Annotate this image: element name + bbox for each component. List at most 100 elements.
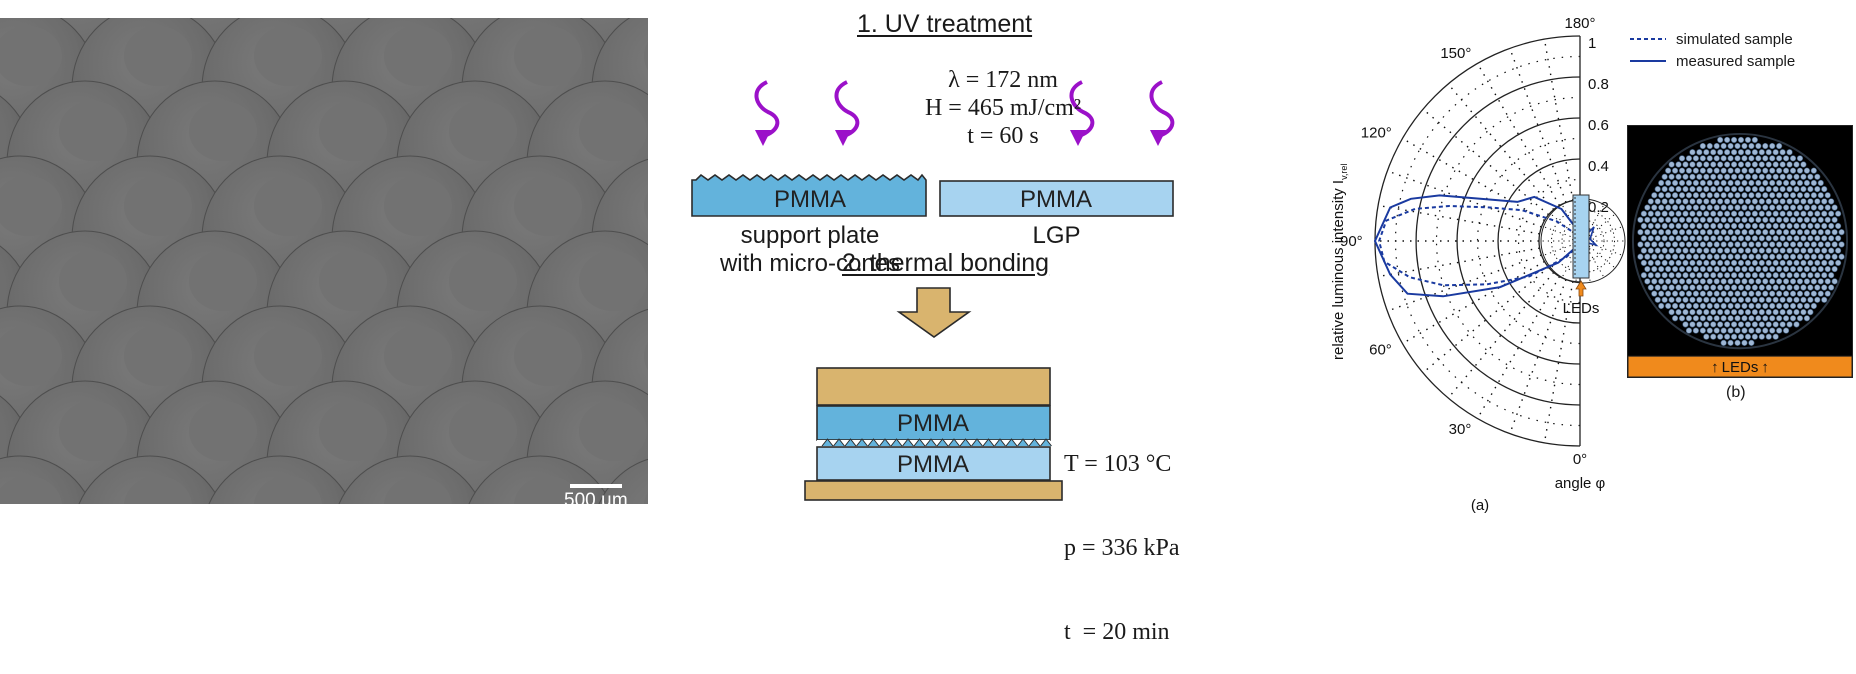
lit-cone-dot — [1724, 322, 1730, 328]
lit-cone-dot — [1794, 248, 1800, 254]
lit-cone-dot — [1658, 192, 1664, 198]
lit-cone-dot — [1731, 297, 1737, 303]
lit-cone-dot — [1766, 334, 1772, 340]
lit-cone-dot — [1735, 156, 1741, 162]
lit-cone-dot — [1669, 211, 1675, 217]
lit-cone-dot — [1669, 162, 1675, 168]
lit-cone-dot — [1700, 156, 1706, 162]
lit-cone-dot — [1638, 217, 1644, 223]
lit-cone-dot — [1738, 285, 1744, 291]
press-arrow-icon — [899, 288, 969, 337]
lit-cone-dot — [1669, 174, 1675, 180]
lit-cone-dot — [1745, 285, 1751, 291]
lit-cone-dot — [1759, 260, 1765, 266]
lit-cone-dot — [1745, 211, 1751, 217]
lit-cone-dot — [1742, 143, 1748, 149]
lit-cone-dot — [1776, 266, 1782, 272]
lit-cone-dot — [1697, 186, 1703, 192]
lit-cone-dot — [1697, 309, 1703, 315]
lit-cone-dot — [1776, 291, 1782, 297]
lit-cone-dot — [1766, 297, 1772, 303]
lit-cone-dot — [1762, 192, 1768, 198]
lit-cone-dot — [1648, 248, 1654, 254]
lit-cone-dot — [1697, 199, 1703, 205]
lit-cone-dot — [1710, 149, 1716, 155]
lit-cone-dot — [1766, 236, 1772, 242]
lit-cone-dot — [1745, 322, 1751, 328]
lit-cone-dot — [1648, 236, 1654, 242]
lit-cone-dot — [1780, 260, 1786, 266]
lit-cone-dot — [1717, 260, 1723, 266]
lit-cone-dot — [1804, 315, 1810, 321]
lit-cone-dot — [1825, 205, 1831, 211]
lit-cone-dot — [1704, 149, 1710, 155]
lit-cone-dot — [1683, 285, 1689, 291]
lit-cone-dot — [1658, 229, 1664, 235]
lit-cone-dot — [1790, 229, 1796, 235]
lit-cone-dot — [1808, 297, 1814, 303]
lit-cone-dot — [1721, 340, 1727, 346]
lit-cone-dot — [1773, 248, 1779, 254]
lit-cone-dot — [1731, 309, 1737, 315]
lit-cone-dot — [1804, 279, 1810, 285]
lit-cone-dot — [1679, 192, 1685, 198]
lit-cone-dot — [1735, 205, 1741, 211]
lit-cone-dot — [1665, 254, 1671, 260]
lit-cone-dot — [1766, 248, 1772, 254]
lit-cone-dot — [1714, 328, 1720, 334]
lit-cone-dot — [1832, 266, 1838, 272]
lit-cone-dot — [1683, 186, 1689, 192]
lit-cone-dot — [1780, 309, 1786, 315]
lit-cone-dot — [1773, 285, 1779, 291]
lit-cone-dot — [1714, 156, 1720, 162]
lit-cone-dot — [1742, 303, 1748, 309]
lit-cone-dot — [1728, 303, 1734, 309]
series-simulated-line — [1379, 206, 1579, 285]
lit-cone-dot — [1683, 260, 1689, 266]
lit-cone-dot — [1797, 156, 1803, 162]
lit-cone-dot — [1728, 217, 1734, 223]
uv-time: t = 60 s — [918, 122, 1088, 150]
lit-cone-dot — [1797, 303, 1803, 309]
lit-cone-dot — [1724, 297, 1730, 303]
lit-cone-dot — [1638, 229, 1644, 235]
lit-cone-dot — [1783, 266, 1789, 272]
lit-cone-dot — [1721, 168, 1727, 174]
lit-cone-dot — [1769, 291, 1775, 297]
lit-cone-dot — [1804, 291, 1810, 297]
lit-cone-dot — [1752, 174, 1758, 180]
lit-cone-dot — [1773, 199, 1779, 205]
lit-cone-dot — [1721, 328, 1727, 334]
lit-cone-dot — [1794, 285, 1800, 291]
lit-cone-dot — [1749, 279, 1755, 285]
lit-cone-dot — [1728, 192, 1734, 198]
lit-cone-dot — [1773, 236, 1779, 242]
lit-cone-dot — [1731, 149, 1737, 155]
lit-cone-dot — [1825, 291, 1831, 297]
lit-cone-dot — [1783, 279, 1789, 285]
arrow-up-icon: ↑ — [1711, 359, 1719, 376]
lit-cone-dot — [1783, 242, 1789, 248]
lit-cone-dot — [1700, 328, 1706, 334]
lit-cone-dot — [1808, 199, 1814, 205]
lit-cone-dot — [1808, 248, 1814, 254]
lit-cone-dot — [1700, 143, 1706, 149]
lit-cone-dot — [1776, 328, 1782, 334]
lit-cone-dot — [1735, 217, 1741, 223]
lit-cone-dot — [1707, 205, 1713, 211]
lit-cone-dot — [1794, 272, 1800, 278]
lit-cone-dot — [1735, 328, 1741, 334]
step1-title: 1. UV treatment — [857, 10, 1032, 39]
lit-cone-dot — [1787, 297, 1793, 303]
lit-cone-dot — [1728, 156, 1734, 162]
lit-cone-dot — [1773, 149, 1779, 155]
lit-cone-dot — [1801, 174, 1807, 180]
lit-cone-dot — [1683, 211, 1689, 217]
lit-cone-dot — [1704, 260, 1710, 266]
lit-cone-dot — [1762, 254, 1768, 260]
lit-cone-dot — [1787, 223, 1793, 229]
lit-cone-dot — [1749, 180, 1755, 186]
lit-cone-dot — [1728, 254, 1734, 260]
lit-cone-dot — [1769, 254, 1775, 260]
uv-params: λ = 172 nm H = 465 mJ/cm² t = 60 s — [918, 66, 1088, 150]
